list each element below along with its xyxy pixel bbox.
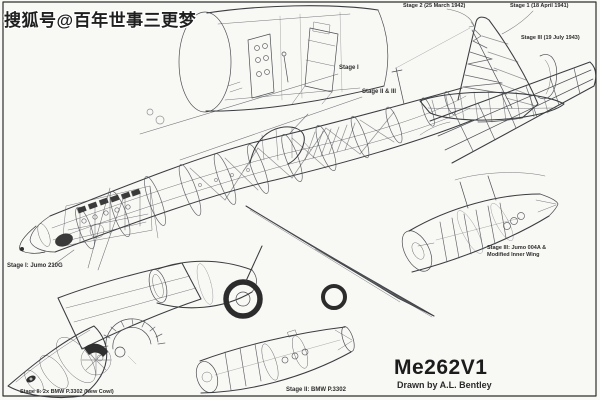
- label-stage2-engine: Stage II: BMW P.3302: [286, 387, 346, 393]
- fuselage: [19, 27, 523, 254]
- label-stage1-short: Stage I: [339, 65, 359, 71]
- stage3-rudder-sketch: [537, 54, 558, 100]
- leader-lines: [51, 8, 534, 271]
- label-stage3-engine-line1: Stage III: Jumo 004A &: [487, 245, 547, 251]
- bmw-p3302-engine-inset: [195, 326, 355, 394]
- nose-piston-engine: [55, 185, 159, 247]
- label-stage2-nose: Stage II: 2x BMW P.3302 (New Cowl): [20, 389, 114, 395]
- nose-cone-inset: [7, 325, 112, 399]
- label-stage1-date: Stage 1 (18 April 1941): [510, 3, 569, 9]
- tail-fin: [457, 16, 539, 119]
- starboard-wing: [419, 61, 597, 164]
- engine-bay-inset: [57, 262, 202, 365]
- label-stage3-engine-line2: Modified Inner Wing: [487, 251, 540, 258]
- label-stage2-date: Stage 2 (25 March 1942): [403, 3, 466, 9]
- label-stage1-engine: Stage I: Jumo 210G: [7, 263, 63, 269]
- cockpit-canopy: [242, 126, 312, 172]
- label-stage3-date: Stage III (19 July 1943): [521, 35, 580, 41]
- label-stage23-short: Stage II & III: [362, 89, 397, 95]
- drawing-credit: Drawn by A.L. Bentley: [397, 380, 492, 390]
- sohu-watermark: 搜狐号@百年世事三更梦: [4, 11, 197, 30]
- cockpit-detail-inset: [178, 5, 389, 134]
- tailplane: [419, 90, 565, 123]
- drawing-title: Me262V1: [394, 356, 488, 379]
- jumo-004-engine-inset: [401, 172, 559, 273]
- label-stage3-engine: Stage III: Jumo 004A & Modified Inner Wi…: [487, 245, 546, 258]
- port-wing: [245, 205, 435, 318]
- main-wheel: [223, 245, 347, 319]
